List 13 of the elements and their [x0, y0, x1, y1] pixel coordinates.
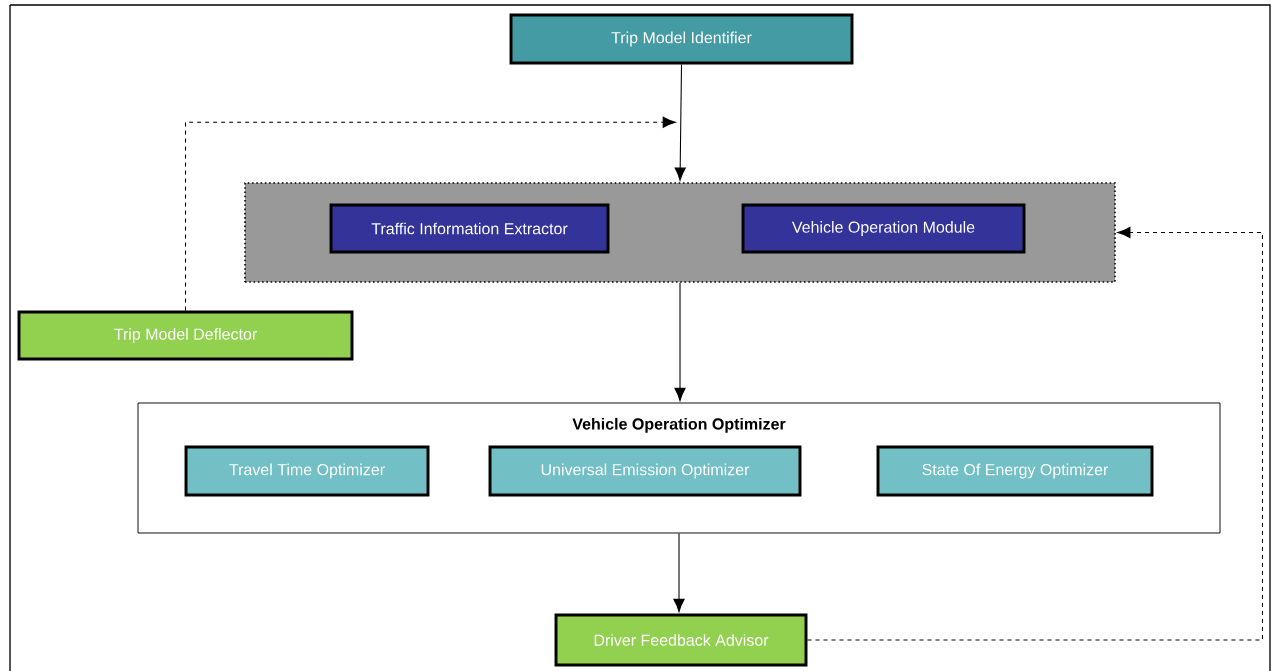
process-box: Driver Feedback Advisor	[554, 613, 808, 667]
process-box: Traffic Information Extractor	[329, 203, 610, 254]
arrow	[673, 532, 685, 613]
process-box: Trip Model Deflector	[17, 310, 354, 361]
process-box: Travel Time Optimizer	[184, 445, 430, 497]
dashed-arrow	[184, 116, 676, 312]
process-box: Universal Emission Optimizer	[488, 445, 802, 497]
arrow	[674, 282, 686, 402]
process-box: Vehicle Operation Module	[741, 203, 1026, 254]
dashed-arrow	[806, 226, 1263, 641]
process-box: Trip Model Identifier	[509, 13, 854, 65]
arrow	[674, 63, 686, 181]
process-box: State Of Energy Optimizer	[876, 445, 1154, 497]
